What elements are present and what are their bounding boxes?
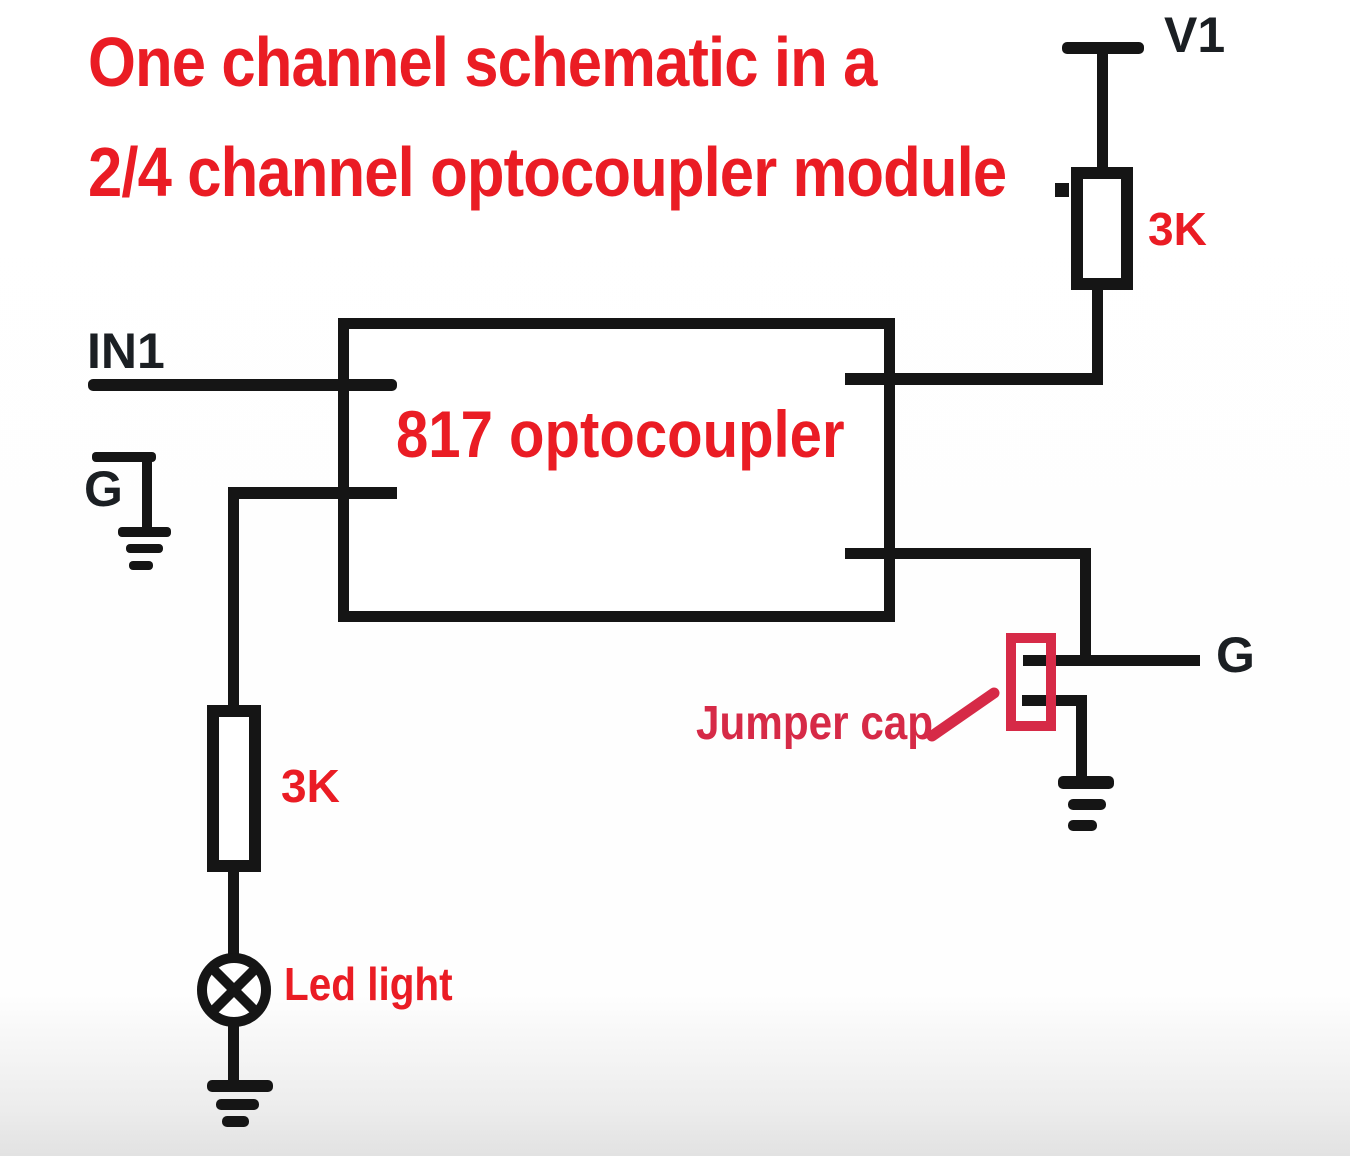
wire-r2-to-led	[228, 870, 239, 958]
ground-right-label: G	[1216, 627, 1255, 683]
title-line-1: One channel schematic in a	[88, 23, 877, 101]
wire-pin4	[845, 373, 1103, 385]
jumper-pointer-line	[926, 687, 1000, 742]
wire-jumper-down	[1076, 700, 1087, 780]
ground-symbol-output	[1058, 776, 1114, 831]
v1-label: V1	[1164, 7, 1226, 63]
wire-pin3-down	[1080, 553, 1091, 663]
optocoupler-box	[338, 318, 895, 622]
ground-symbol-input	[92, 452, 171, 570]
v1-power-symbol	[1062, 42, 1144, 170]
r1-value-label: 3K	[1148, 203, 1207, 255]
wire-jumper-to-g	[1023, 655, 1200, 666]
in1-label: IN1	[87, 323, 165, 379]
wire-r1-to-pin4	[1092, 288, 1103, 380]
jumper-cap-label: Jumper cap	[696, 697, 934, 750]
resistor-r2	[207, 705, 261, 872]
wire-in1	[88, 379, 397, 391]
ground-left-label: G	[84, 461, 123, 517]
led-label: Led light	[284, 958, 453, 1010]
title-period-dot	[1055, 183, 1069, 197]
r2-value-label: 3K	[281, 760, 340, 812]
wire-pin2-down	[228, 493, 239, 707]
wire-pin3	[845, 548, 1091, 559]
optocoupler-label: 817 optocoupler	[396, 397, 845, 471]
title-line-2: 2/4 channel optocoupler module	[88, 133, 1007, 211]
led-symbol	[197, 953, 271, 1027]
ground-symbol-led	[207, 1080, 273, 1127]
resistor-r1	[1071, 167, 1133, 290]
jumper-cap-outline	[1006, 633, 1056, 731]
wire-led-to-ground	[228, 1022, 239, 1084]
wire-pin2	[228, 487, 397, 499]
